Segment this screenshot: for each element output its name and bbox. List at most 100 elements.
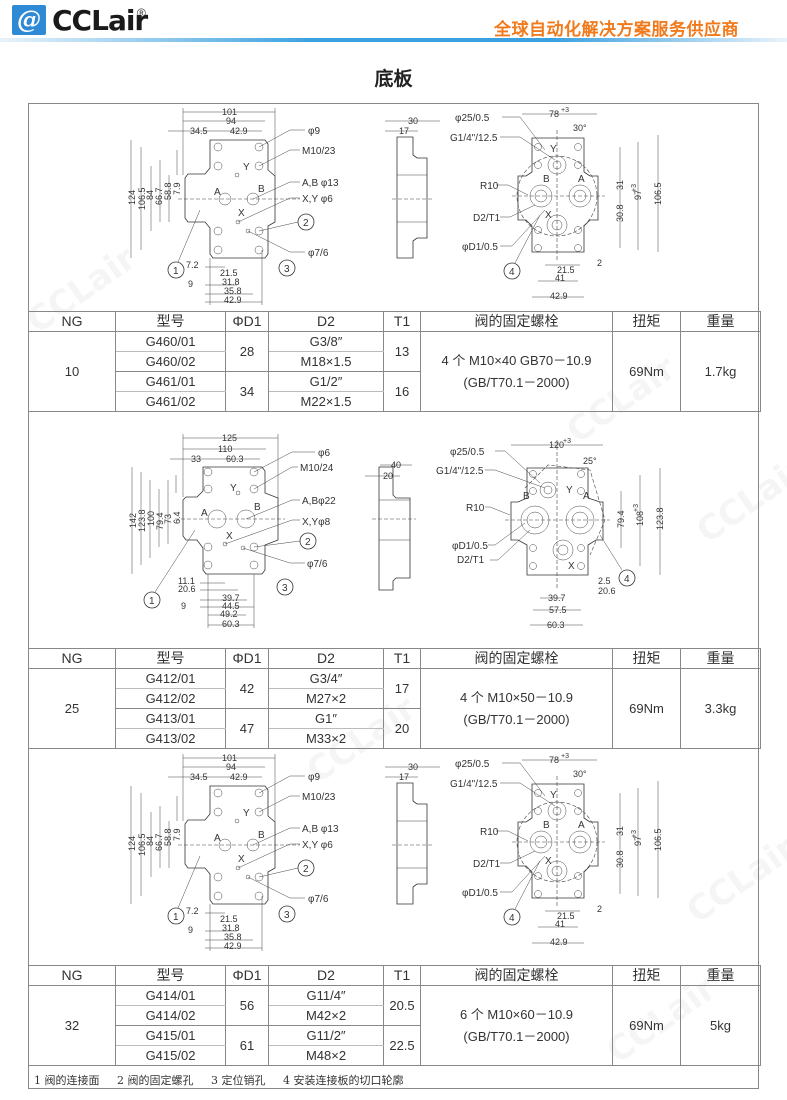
svg-text:42.9: 42.9 bbox=[550, 937, 568, 947]
side-view: 30 17 bbox=[385, 762, 440, 905]
svg-text:φD1/0.5: φD1/0.5 bbox=[462, 888, 498, 899]
svg-text:7.2: 7.2 bbox=[186, 906, 199, 916]
svg-text:124: 124 bbox=[127, 836, 137, 851]
svg-text:6.4: 6.4 bbox=[172, 511, 182, 524]
svg-text:2: 2 bbox=[597, 904, 602, 914]
svg-text:A: A bbox=[583, 491, 590, 502]
t1-cell: 20 bbox=[383, 708, 421, 749]
svg-text:Y: Y bbox=[566, 485, 573, 496]
svg-text:106.5: 106.5 bbox=[137, 833, 147, 856]
t1-cell: 22.5 bbox=[383, 1025, 421, 1066]
svg-text:120: 120 bbox=[549, 440, 564, 450]
d1-cell: 28 bbox=[225, 331, 269, 372]
footnote-item: 4 安装连接板的切口轮廓 bbox=[283, 1074, 404, 1087]
side-view: 40 20 bbox=[365, 460, 416, 591]
weight-cell: 1.7kg bbox=[680, 331, 761, 412]
svg-text:9: 9 bbox=[188, 925, 193, 935]
svg-text:84: 84 bbox=[145, 190, 155, 200]
drawing-section-2: 125 110 33 60.3 φ6 M10/24 A,Bφ22 X,Yφ8 φ… bbox=[128, 433, 665, 630]
header-d2: D2 bbox=[268, 648, 384, 669]
rear-view: φ25/0.5 G1/4"/12.5 R10 φD1/0.5 D2/T1 120… bbox=[436, 438, 665, 630]
d2-cell: M22×1.5 bbox=[268, 391, 384, 412]
svg-text:4: 4 bbox=[509, 267, 515, 278]
svg-text:9: 9 bbox=[188, 279, 193, 289]
svg-text:A: A bbox=[201, 508, 208, 519]
svg-text:17: 17 bbox=[399, 772, 409, 782]
header-torque: 扭矩 bbox=[612, 648, 681, 669]
header-t1: T1 bbox=[383, 648, 421, 669]
svg-text:+3: +3 bbox=[563, 438, 571, 445]
svg-text:G1/4"/12.5: G1/4"/12.5 bbox=[450, 779, 498, 790]
svg-text:φ25/0.5: φ25/0.5 bbox=[455, 113, 490, 124]
svg-text:33: 33 bbox=[191, 454, 201, 464]
weight-cell: 5kg bbox=[680, 985, 761, 1066]
svg-text:1: 1 bbox=[173, 912, 179, 923]
svg-text:34.5: 34.5 bbox=[190, 772, 208, 782]
svg-text:58.8: 58.8 bbox=[163, 182, 173, 200]
svg-text:3: 3 bbox=[284, 910, 290, 921]
svg-text:φD1/0.5: φD1/0.5 bbox=[462, 242, 498, 253]
svg-text:3: 3 bbox=[284, 264, 290, 275]
header-d1: ΦD1 bbox=[225, 648, 269, 669]
svg-text:B: B bbox=[254, 502, 261, 513]
svg-text:11.1: 11.1 bbox=[178, 576, 195, 586]
svg-text:Y: Y bbox=[550, 144, 557, 155]
model-cell: G413/01 bbox=[115, 708, 226, 729]
svg-text:124: 124 bbox=[127, 190, 137, 205]
svg-text:25°: 25° bbox=[583, 456, 597, 466]
svg-text:1: 1 bbox=[149, 596, 155, 607]
svg-text:41: 41 bbox=[555, 919, 565, 929]
svg-text:B: B bbox=[523, 491, 530, 502]
svg-text:123.8: 123.8 bbox=[137, 509, 147, 532]
front-view: 101 94 34.5 42.9 φ9 M10/23 A,B φ13 X,Y φ… bbox=[127, 107, 339, 305]
svg-text:40: 40 bbox=[391, 460, 401, 470]
model-cell: G412/02 bbox=[115, 688, 226, 709]
svg-text:34.5: 34.5 bbox=[190, 126, 208, 136]
rear-view: φ25/0.5 G1/4"/12.5 R10 D2/T1 φD1/0.5 78 … bbox=[450, 753, 663, 947]
torque-cell: 69Nm bbox=[612, 985, 681, 1066]
svg-text:21.5: 21.5 bbox=[557, 911, 575, 921]
svg-text:X: X bbox=[238, 854, 245, 865]
ng-cell: 25 bbox=[28, 668, 116, 749]
svg-text:106.5: 106.5 bbox=[137, 187, 147, 210]
svg-text:φ25/0.5: φ25/0.5 bbox=[450, 447, 485, 458]
model-cell: G415/01 bbox=[115, 1025, 226, 1046]
svg-text:9: 9 bbox=[181, 601, 186, 611]
header-model: 型号 bbox=[115, 648, 226, 669]
header-d1: ΦD1 bbox=[225, 965, 269, 986]
registered-mark: ® bbox=[137, 6, 146, 20]
svg-text:Y: Y bbox=[243, 162, 250, 173]
content-frame bbox=[28, 103, 759, 1089]
spec-table-ng25: NG 型号 ΦD1 D2 T1 阀的固定螺栓 扭矩 重量 25 G412/01 … bbox=[28, 648, 761, 749]
svg-text:7.9: 7.9 bbox=[172, 182, 182, 195]
header-torque: 扭矩 bbox=[612, 965, 681, 986]
svg-text:B: B bbox=[258, 830, 265, 841]
weight-cell: 3.3kg bbox=[680, 668, 761, 749]
svg-text:X: X bbox=[568, 561, 575, 572]
header-weight: 重量 bbox=[680, 648, 761, 669]
header-ng: NG bbox=[28, 311, 116, 332]
header-model: 型号 bbox=[115, 965, 226, 986]
table-row: 32 G414/01 56 G11/4″ 20.5 6 个 M10×60－10.… bbox=[28, 985, 761, 1066]
header-weight: 重量 bbox=[680, 965, 761, 986]
svg-text:21.5: 21.5 bbox=[557, 265, 575, 275]
svg-text:21.5: 21.5 bbox=[220, 268, 238, 278]
bolt-cell: 4 个 M10×40 GB70－10.9(GB/T70.1－2000) bbox=[420, 331, 613, 412]
front-view: 125 110 33 60.3 φ6 M10/24 A,Bφ22 X,Yφ8 φ… bbox=[128, 433, 336, 629]
d2-cell: M42×2 bbox=[268, 1005, 384, 1026]
svg-text:φ7/6: φ7/6 bbox=[308, 894, 329, 905]
header-bolts: 阀的固定螺栓 bbox=[420, 648, 613, 669]
svg-text:A,B φ13: A,B φ13 bbox=[302, 824, 339, 835]
svg-text:101: 101 bbox=[222, 107, 237, 117]
svg-text:G1/4"/12.5: G1/4"/12.5 bbox=[450, 133, 498, 144]
svg-text:30.8: 30.8 bbox=[615, 204, 625, 222]
svg-text:42.9: 42.9 bbox=[224, 295, 242, 305]
d2-cell: M48×2 bbox=[268, 1045, 384, 1066]
model-cell: G460/01 bbox=[115, 331, 226, 352]
svg-text:φ9: φ9 bbox=[308, 772, 320, 783]
header-bolts: 阀的固定螺栓 bbox=[420, 311, 613, 332]
svg-text:A,B φ13: A,B φ13 bbox=[302, 178, 339, 189]
table-row: G413/02 M33×2 bbox=[29, 728, 761, 749]
footnote-item: 3 定位销孔 bbox=[211, 1074, 266, 1087]
